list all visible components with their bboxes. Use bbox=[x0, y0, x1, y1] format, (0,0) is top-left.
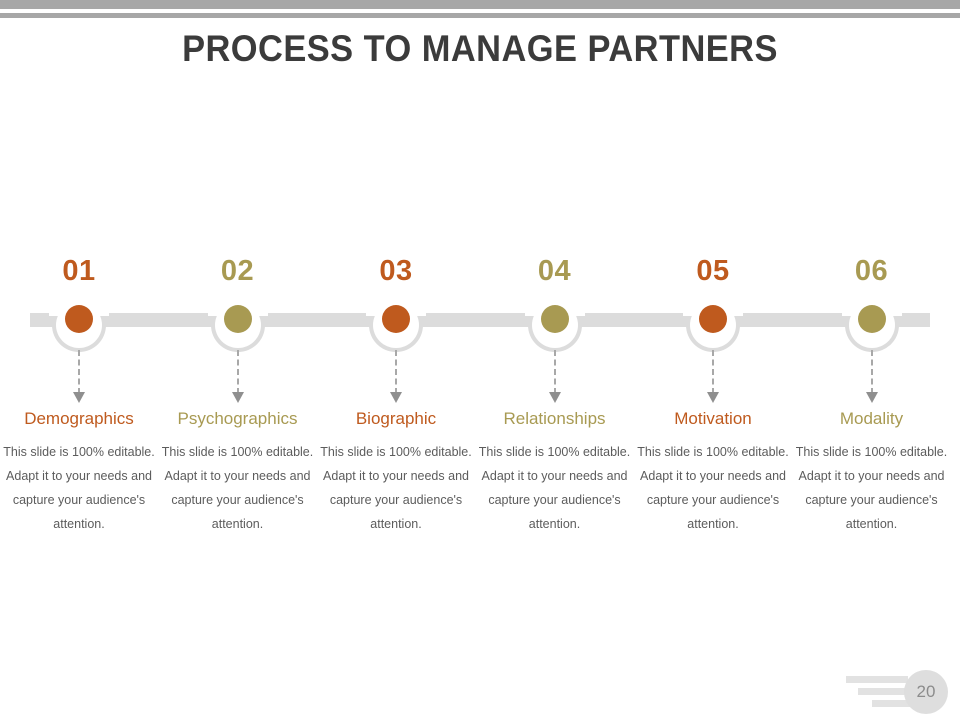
step-number: 03 bbox=[379, 255, 413, 287]
step-dot[interactable] bbox=[699, 305, 727, 333]
arrow-down-icon bbox=[390, 392, 402, 403]
timeline: 01 02 03 04 05 06 bbox=[0, 240, 960, 352]
step-label: Relationships bbox=[503, 409, 606, 428]
top-rule-thick bbox=[0, 0, 960, 9]
timeline-step-05[interactable]: 05 bbox=[633, 240, 793, 352]
dashed-line bbox=[395, 350, 397, 394]
connector-arrow-01 bbox=[0, 350, 159, 408]
timeline-step-06[interactable]: 06 bbox=[792, 240, 952, 352]
timeline-step-02[interactable]: 02 bbox=[158, 240, 318, 352]
connector-arrow-02 bbox=[158, 350, 318, 408]
step-label: Modality bbox=[839, 409, 904, 428]
arrow-down-icon bbox=[707, 392, 719, 403]
arrow-down-icon bbox=[73, 392, 85, 403]
step-label: Biographic bbox=[355, 409, 437, 428]
step-number: 06 bbox=[854, 255, 889, 287]
step-description: This slide is 100% editable. Adapt it to… bbox=[320, 445, 472, 531]
timeline-step-03[interactable]: 03 bbox=[316, 240, 476, 352]
step-dot[interactable] bbox=[382, 305, 410, 333]
step-description: This slide is 100% editable. Adapt it to… bbox=[161, 445, 314, 531]
footer-bar-1 bbox=[846, 676, 908, 683]
timeline-step-01[interactable]: 01 bbox=[0, 240, 159, 352]
connector-arrow-03 bbox=[316, 350, 476, 408]
step-description: This slide is 100% editable. Adapt it to… bbox=[478, 445, 631, 531]
dashed-line bbox=[553, 350, 556, 394]
dashed-line bbox=[870, 350, 873, 394]
step-description: This slide is 100% editable. Adapt it to… bbox=[3, 445, 155, 531]
connector-arrow-06 bbox=[792, 350, 952, 408]
footer-bar-2 bbox=[858, 688, 914, 695]
step-dot[interactable] bbox=[540, 305, 569, 333]
step-number: 01 bbox=[62, 255, 96, 287]
step-label: Demographics bbox=[24, 409, 134, 428]
footer-mark: 20 bbox=[846, 670, 950, 714]
step-dot[interactable] bbox=[857, 305, 886, 333]
footer-bar-3 bbox=[872, 700, 914, 707]
dashed-line bbox=[712, 350, 714, 394]
step-number: 04 bbox=[537, 255, 572, 287]
timeline-step-04[interactable]: 04 bbox=[475, 240, 635, 352]
dashed-line bbox=[78, 350, 80, 394]
step-number: 02 bbox=[220, 255, 255, 287]
arrow-down-icon bbox=[231, 392, 244, 403]
connector-arrow-05 bbox=[633, 350, 793, 408]
top-rule-thin bbox=[0, 13, 960, 18]
step-dot[interactable] bbox=[65, 305, 93, 333]
page-title: PROCESS TO MANAGE PARTNERS bbox=[182, 28, 778, 69]
step-number: 05 bbox=[696, 255, 730, 287]
connector-arrow-04 bbox=[475, 350, 635, 408]
page-number-badge: 20 bbox=[904, 670, 948, 714]
step-label: Motivation bbox=[674, 409, 752, 428]
arrow-down-icon bbox=[548, 392, 561, 403]
step-label: Psychographics bbox=[177, 409, 298, 428]
step-dot[interactable] bbox=[223, 305, 252, 333]
step-description: This slide is 100% editable. Adapt it to… bbox=[637, 445, 789, 531]
dashed-line bbox=[236, 350, 239, 394]
arrow-down-icon bbox=[865, 392, 878, 403]
step-description: This slide is 100% editable. Adapt it to… bbox=[795, 445, 948, 531]
